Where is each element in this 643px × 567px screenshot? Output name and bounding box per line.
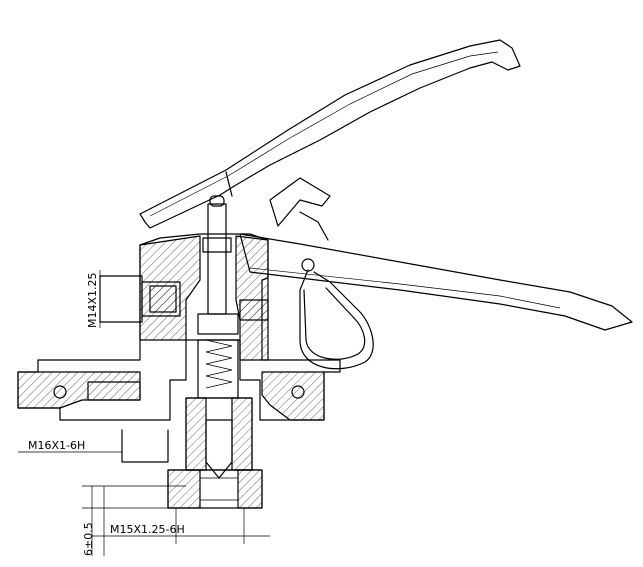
lower-lever [239, 233, 633, 331]
valve-stem [197, 195, 239, 399]
label-height-dim: 6±0.5 [82, 522, 95, 556]
label-side-thread: M14X1.25 [86, 272, 99, 328]
valve-lower-body [53, 381, 305, 509]
safety-pin-ring [299, 258, 374, 370]
trigger-arm [269, 177, 331, 241]
upper-lever [139, 39, 521, 229]
dimension-lines [18, 270, 270, 556]
label-outlet-thread: M15X1.25-6H [110, 523, 185, 536]
label-body-thread: M16X1-6H [28, 439, 85, 452]
side-port-fitting [99, 275, 181, 323]
